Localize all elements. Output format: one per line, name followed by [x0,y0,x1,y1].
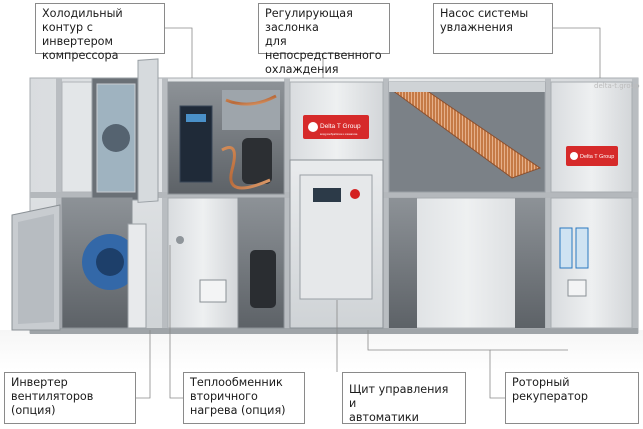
watermark: delta-t.group [594,82,640,90]
filter-section [550,197,633,329]
reheat-section [167,197,285,329]
panel-left-top [61,81,93,193]
callout-fan-inverter: Инвертер вентиляторов (опция) [4,372,136,424]
callout-control-panel: Щит управления и автоматики [342,372,466,424]
cooling-circuit-compartment [167,81,285,195]
brand-logo-right-text: Delta T Group [580,154,614,160]
fan-inverter [127,223,147,329]
callout-reheat-exchanger: Теплообменник вторичного нагрева (опция) [183,372,305,424]
rotary-recuperator-section [388,197,546,329]
callout-control-damper: Регулирующая заслонка для непосредственн… [258,3,390,76]
pump-section: Delta T Group [550,81,633,193]
callout-cooling-circuit: Холодильный контур с инвертером компресс… [35,3,165,62]
brand-logo [303,115,369,139]
brand-logo-right [566,146,618,166]
callout-rotary-recuperator: Роторный рекуператор [505,372,639,424]
control-cabinet [289,159,384,329]
leader-lines [136,27,601,399]
inspection-door-left [91,58,159,203]
fan-compartment [11,197,147,331]
callout-humidifier-pump: Насос системы увлажнения [433,3,553,54]
brand-logo-text: Delta T Group [320,123,361,130]
brand-logo-subtext: воздухообработка и климатика [320,132,358,136]
humidifier-coil-section [388,81,546,193]
